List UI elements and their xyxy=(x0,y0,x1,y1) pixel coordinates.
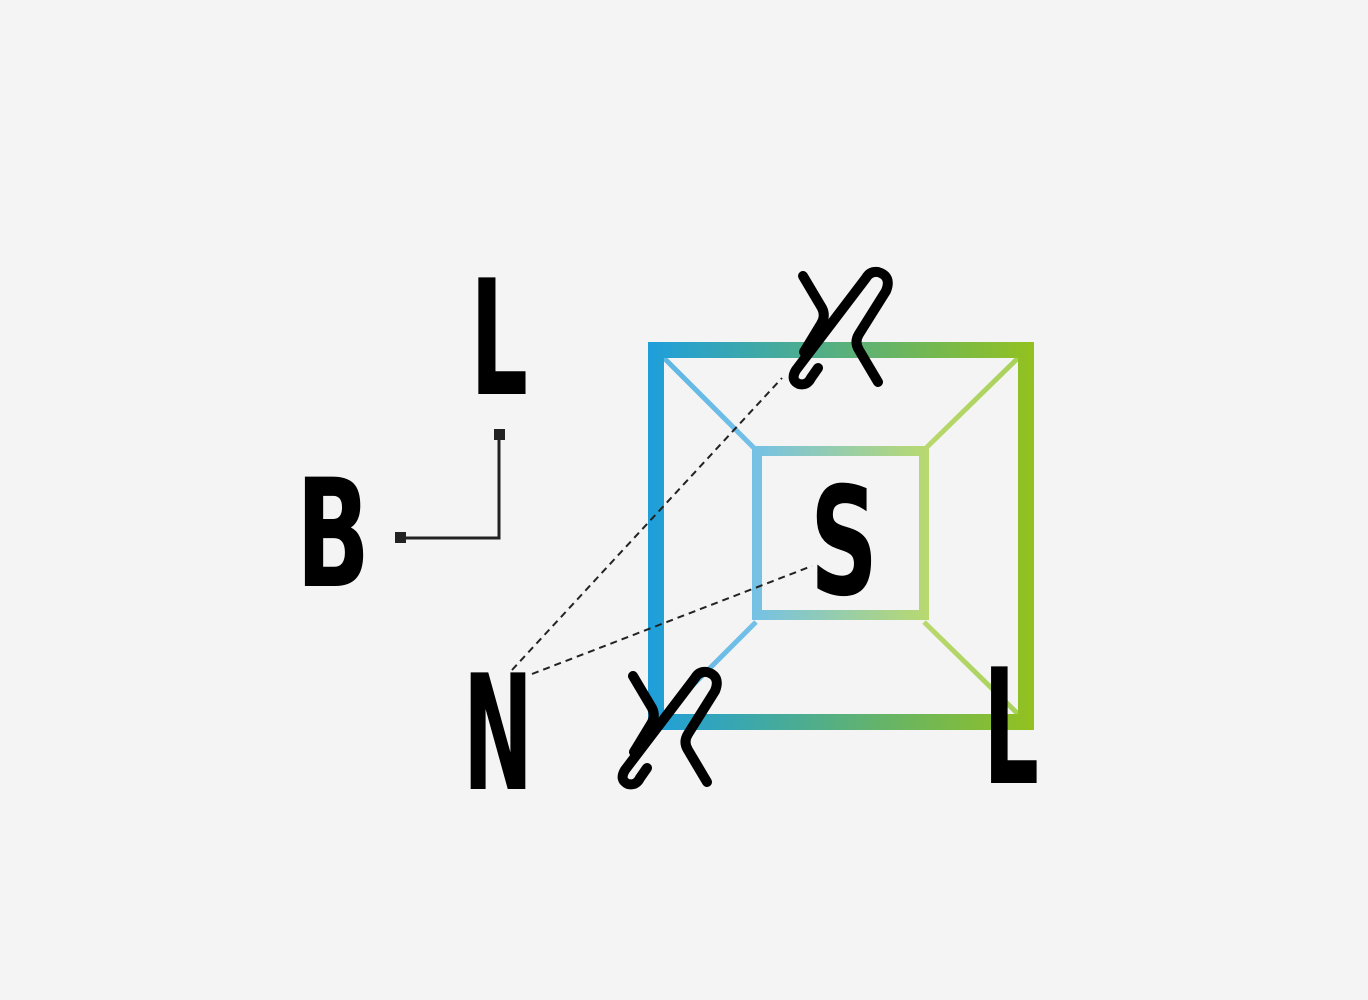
letter-l-top: L xyxy=(470,245,528,432)
dashed-connectors xyxy=(511,377,813,675)
diagonal-top-right xyxy=(922,356,1020,452)
outer-square xyxy=(648,342,1034,730)
letter-l-bottom: L xyxy=(983,634,1039,821)
diagonal-bottom-right xyxy=(922,620,1020,716)
corner-connector-end-top xyxy=(494,429,505,440)
corner-connector-line xyxy=(400,434,501,540)
letter-s: S xyxy=(810,456,878,630)
corner-connector xyxy=(395,429,505,543)
diagonal-top-left xyxy=(662,356,758,452)
dashed-line-to-top-symbol xyxy=(511,377,783,671)
inner-square xyxy=(752,446,929,620)
clip-symbol-bottom xyxy=(617,666,722,790)
dashed-line-to-s xyxy=(531,565,813,675)
corner-connector-end-left xyxy=(395,532,406,543)
letter-b: B xyxy=(296,448,370,622)
letter-n: N xyxy=(463,640,533,827)
clip-symbol-top xyxy=(788,266,893,390)
